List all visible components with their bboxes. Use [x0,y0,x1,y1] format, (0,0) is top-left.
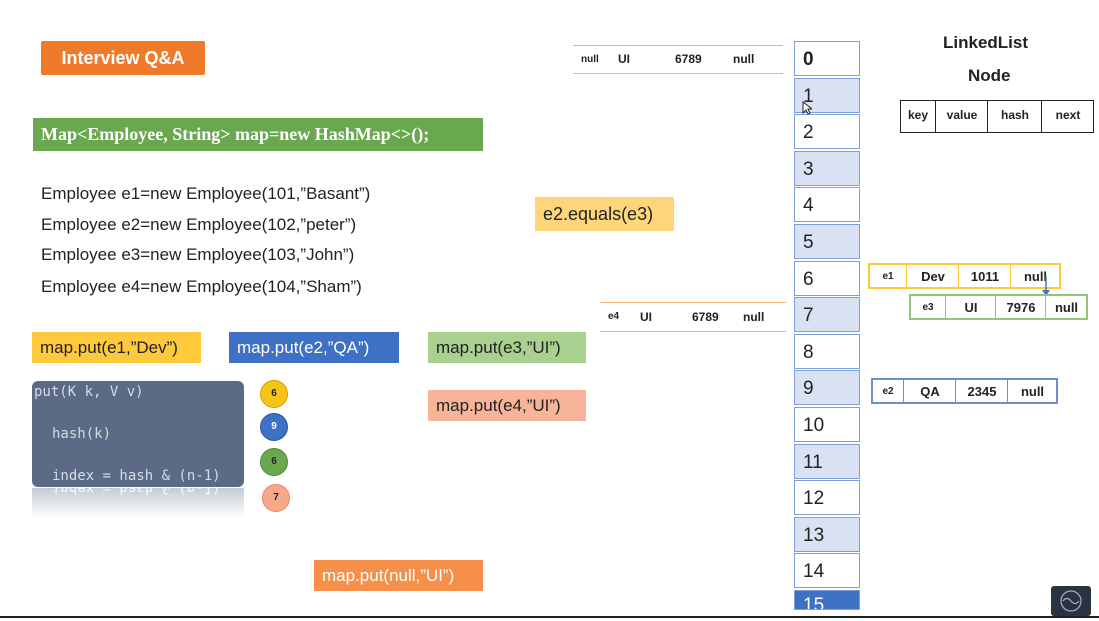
put-signature: put(K k, V v) [34,384,144,400]
bucket-0: 0 [794,41,860,76]
node-value: Dev [906,265,959,287]
bottom-border [0,616,1099,618]
node-key: e2 [882,386,894,397]
channel-logo-icon[interactable] [1051,586,1091,616]
index-circle-e4: 7 [262,484,290,512]
e1-node: e1 Dev 1011 null [868,263,1061,289]
node-next: null [1010,265,1060,287]
put-null-label: map.put(null,”UI”) [314,560,483,591]
node-key: e1 [882,271,894,282]
bucket-13: 13 [794,517,860,552]
node-next: null [1045,296,1087,318]
node-structure-table: key value hash next [900,100,1094,133]
node-key: null [581,54,599,65]
node-value: UI [640,310,652,324]
employee-e2-line: Employee e2=new Employee(102,”peter”) [41,215,357,234]
bucket-9: 9 [794,370,860,405]
bucket-15: 15 [794,590,860,610]
bucket-3: 3 [794,151,860,186]
index-formula: index = hash & (n-1) [52,468,221,484]
node-hash: 1011 [958,265,1011,287]
put-e4-label: map.put(e4,”UI”) [428,390,586,421]
put-e1-label: map.put(e1,”Dev”) [32,332,201,363]
bucket-2: 2 [794,114,860,149]
map-declaration: Map<Employee, String> map=new HashMap<>(… [33,118,483,151]
node-value: UI [618,52,630,66]
hash-call: hash(k) [52,426,112,442]
node-value: QA [903,380,956,402]
node-hash: 2345 [955,380,1008,402]
mouse-cursor-icon [802,101,812,115]
employee-e3-line: Employee e3=new Employee(103,”John”) [41,245,355,264]
column-key: key [907,108,929,122]
bucket-6: 6 [794,261,860,296]
node-hash: 7976 [995,296,1046,318]
interview-qa-badge: Interview Q&A [41,41,205,75]
e2-node: e2 QA 2345 null [871,378,1058,404]
put-e3-label: map.put(e3,”UI”) [428,332,586,363]
legend-subtitle: Node [968,66,1011,85]
node-next: null [743,310,765,324]
index-formula-reflection: index = hash & (n-1) [52,488,221,496]
bucket-8: 8 [794,334,860,369]
node-hash: 6789 [675,52,702,66]
bucket-4: 4 [794,187,860,222]
code-box-reflection: index = hash & (n-1) [32,488,244,518]
bucket-11: 11 [794,444,860,479]
equals-call-label: e2.equals(e3) [535,197,674,231]
bucket-12: 12 [794,480,860,515]
e4-node: e4 UI 6789 null [600,302,786,332]
node-next: null [1007,380,1057,402]
bucket-14: 14 [794,553,860,588]
index-circle-e1: 6 [260,380,288,408]
node-next: null [733,52,755,66]
employee-e1-line: Employee e1=new Employee(101,”Basant”) [41,184,371,203]
bucket-7: 7 [794,297,860,332]
column-next: next [1041,101,1094,132]
next-pointer-arrow [1042,276,1050,296]
bucket-5: 5 [794,224,860,259]
employee-e4-line: Employee e4=new Employee(104,”Sham”) [41,277,362,296]
put-e2-label: map.put(e2,”QA”) [229,332,399,363]
bucket-10: 10 [794,407,860,442]
node-key: e4 [608,311,620,322]
legend-title: LinkedList [943,33,1029,52]
index-circle-e2: 9 [260,413,288,441]
node-hash: 6789 [692,310,719,324]
null-key-node: null UI 6789 null [573,45,783,74]
node-key: e3 [922,302,934,313]
e3-node: e3 UI 7976 null [909,294,1088,320]
column-hash: hash [987,101,1042,132]
put-method-code-box: put(K k, V v) hash(k) index = hash & (n-… [32,381,244,487]
column-value: value [935,101,988,132]
index-circle-e3: 6 [260,448,288,476]
node-value: UI [945,296,996,318]
